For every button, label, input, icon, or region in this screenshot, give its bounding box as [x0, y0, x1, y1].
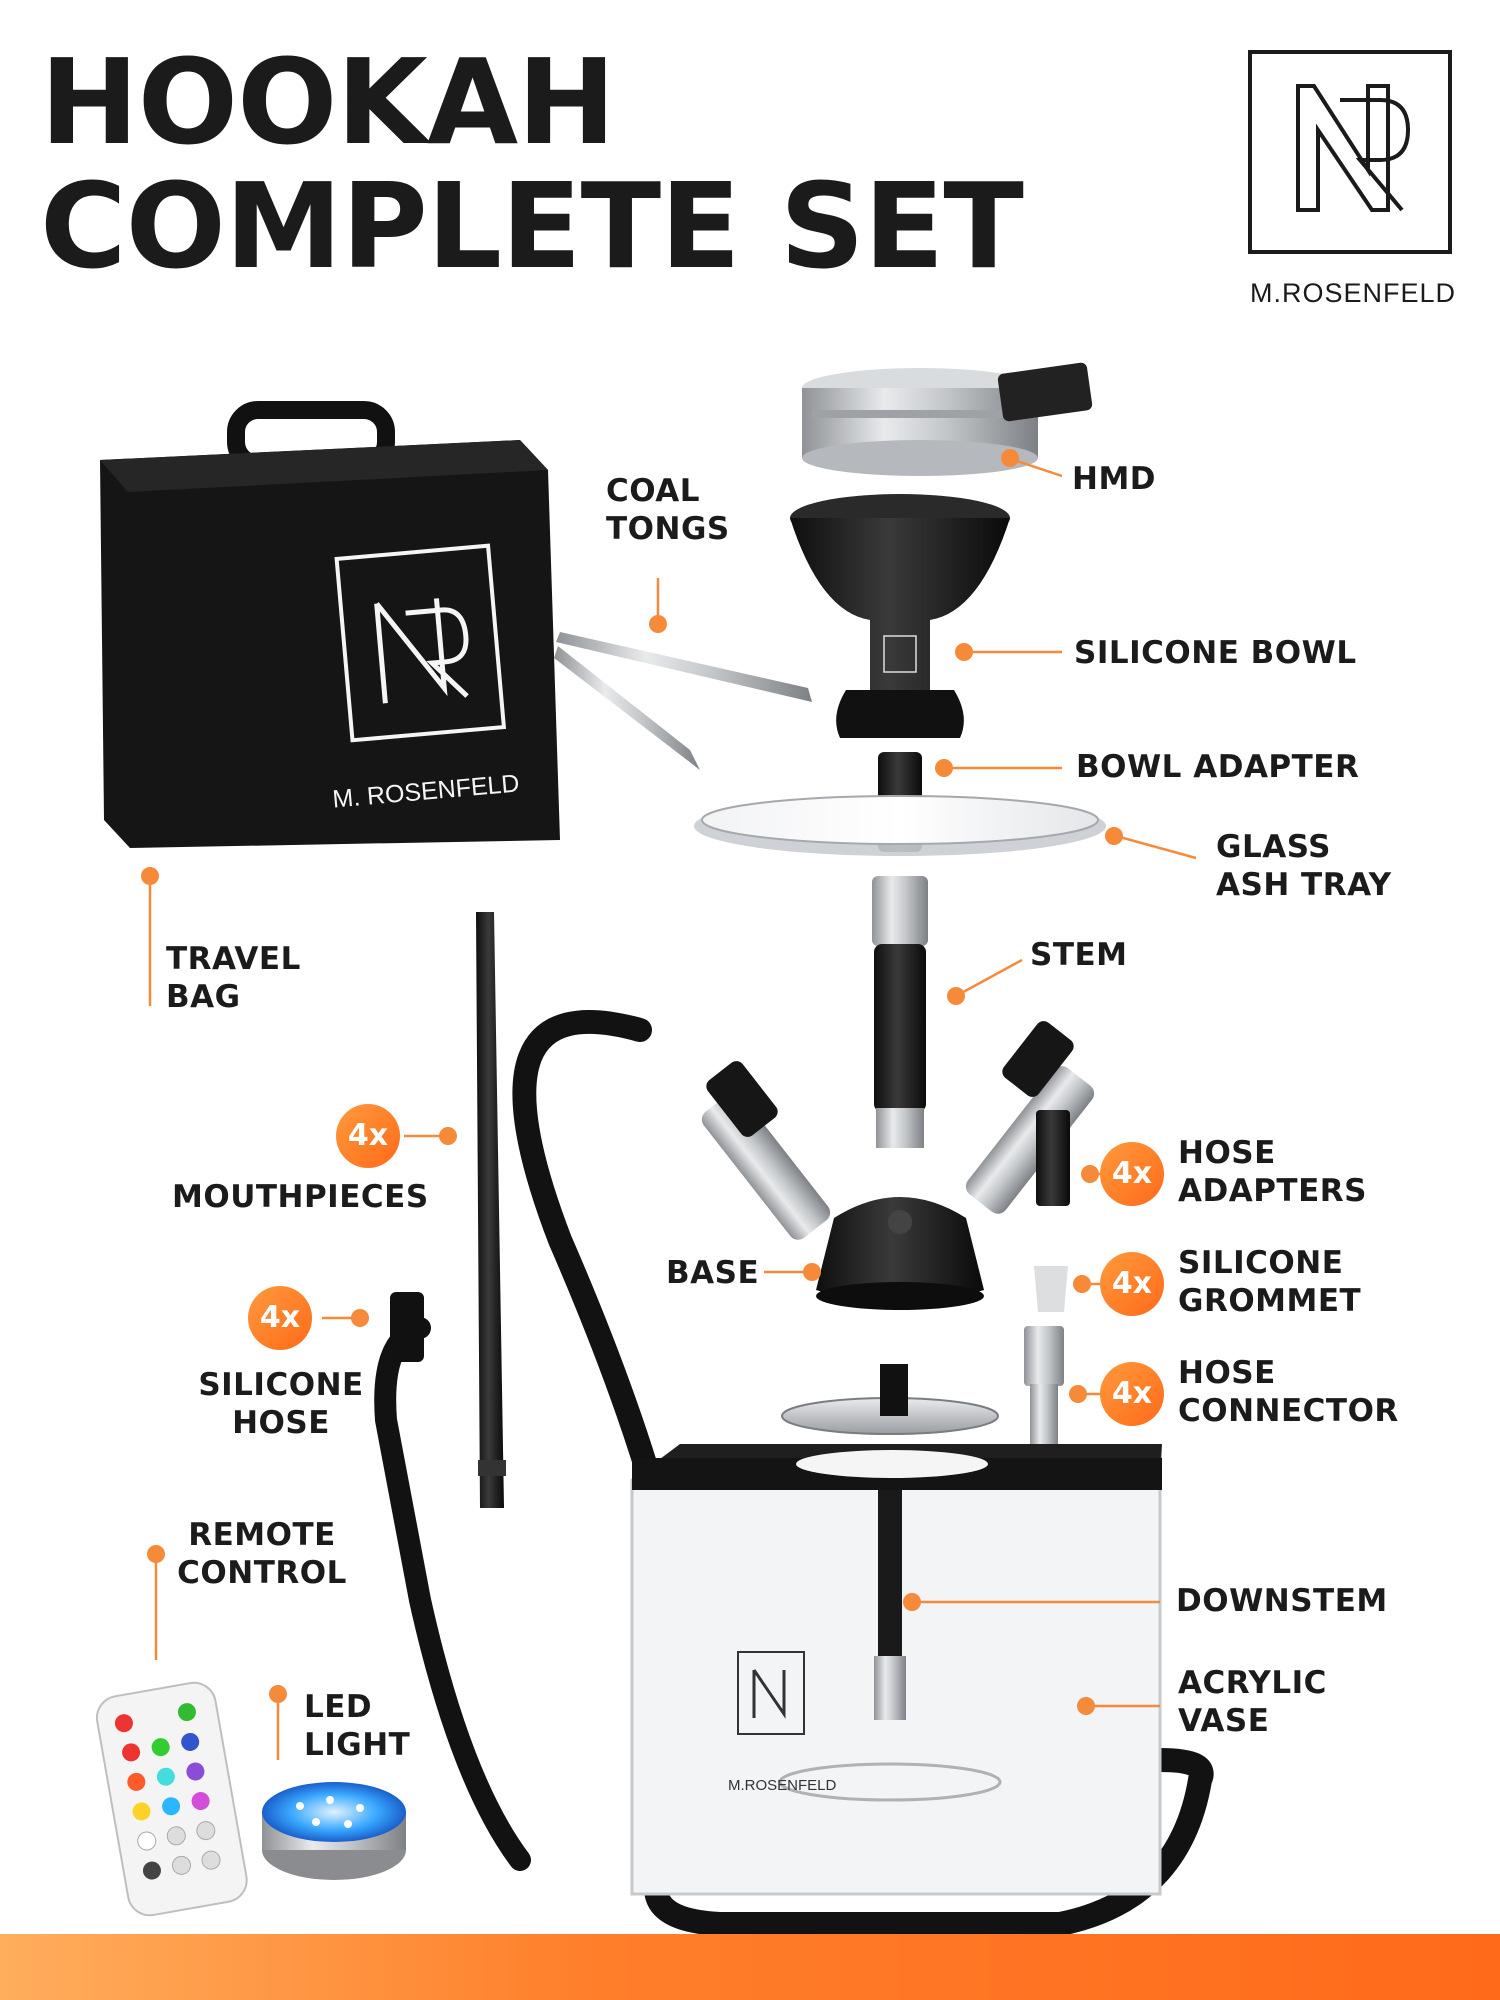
hose-connector-dot [1069, 1385, 1087, 1403]
silicone-grommet-part [1034, 1266, 1068, 1312]
badge-hose-adapters: 4x [1100, 1142, 1164, 1206]
silicone-grommet-dot [1073, 1275, 1091, 1293]
leader-lines [148, 458, 1197, 1760]
label-bowl-adapter: BOWL ADAPTER [1076, 749, 1360, 785]
led-light [262, 1782, 406, 1880]
hose-adapters-dot [1081, 1165, 1099, 1183]
silicone-bowl-dot [955, 643, 973, 661]
mouthpieces-dot [439, 1127, 457, 1145]
silicone-hose-dot [351, 1309, 369, 1327]
stem [872, 876, 928, 1148]
downstem-dot [903, 1593, 921, 1611]
travel-bag [100, 401, 560, 848]
badge-hose-connector: 4x [1100, 1362, 1164, 1426]
label-silicone-bowl: SILICONE BOWL [1074, 635, 1357, 671]
stem-dot [947, 987, 965, 1005]
hose-adapter-part [1036, 1110, 1070, 1206]
label-hmd: HMD [1072, 461, 1157, 497]
base-dot [803, 1263, 821, 1281]
glass-ash-tray-dot [1105, 827, 1123, 845]
bowl-adapter-dot [935, 759, 953, 777]
brand-name: M.ROSENFELD [1249, 278, 1457, 308]
title-line-2: COMPLETE SET [40, 157, 1024, 295]
footer-accent-bar [0, 1934, 1500, 2000]
glass-ash-tray [694, 795, 1106, 856]
vase-brand-text: M.ROSENFELD [728, 1777, 837, 1794]
brand-logo [1248, 50, 1452, 254]
hookah-base [701, 1021, 1095, 1310]
title-line-1: HOOKAH [40, 33, 616, 171]
label-stem: STEM [1030, 937, 1128, 973]
remote-control-dot [147, 1545, 165, 1563]
badge-silicone-grommet: 4x [1100, 1252, 1164, 1316]
hmd [802, 362, 1093, 476]
hmd-dot [1001, 449, 1019, 467]
label-mouthpieces: MOUTHPIECES [172, 1179, 429, 1215]
remote-control [95, 1681, 248, 1917]
badge-silicone-hose: 4x [248, 1286, 312, 1350]
travel-bag-dot [141, 867, 159, 885]
badge-mouthpieces: 4x [336, 1104, 400, 1168]
mouthpiece [476, 912, 506, 1508]
label-base: BASE [666, 1255, 760, 1291]
coal-tongs-dot [649, 615, 667, 633]
label-downstem: DOWNSTEM [1176, 1583, 1388, 1619]
led-light-dot [269, 1685, 287, 1703]
acrylic-vase [630, 1364, 1162, 1896]
acrylic-vase-dot [1077, 1697, 1095, 1715]
coal-tongs [554, 632, 812, 770]
brand-logo-mark [1296, 84, 1411, 212]
silicone-bowl [790, 494, 1010, 738]
page-title: HOOKAH COMPLETE SET [40, 33, 1024, 295]
